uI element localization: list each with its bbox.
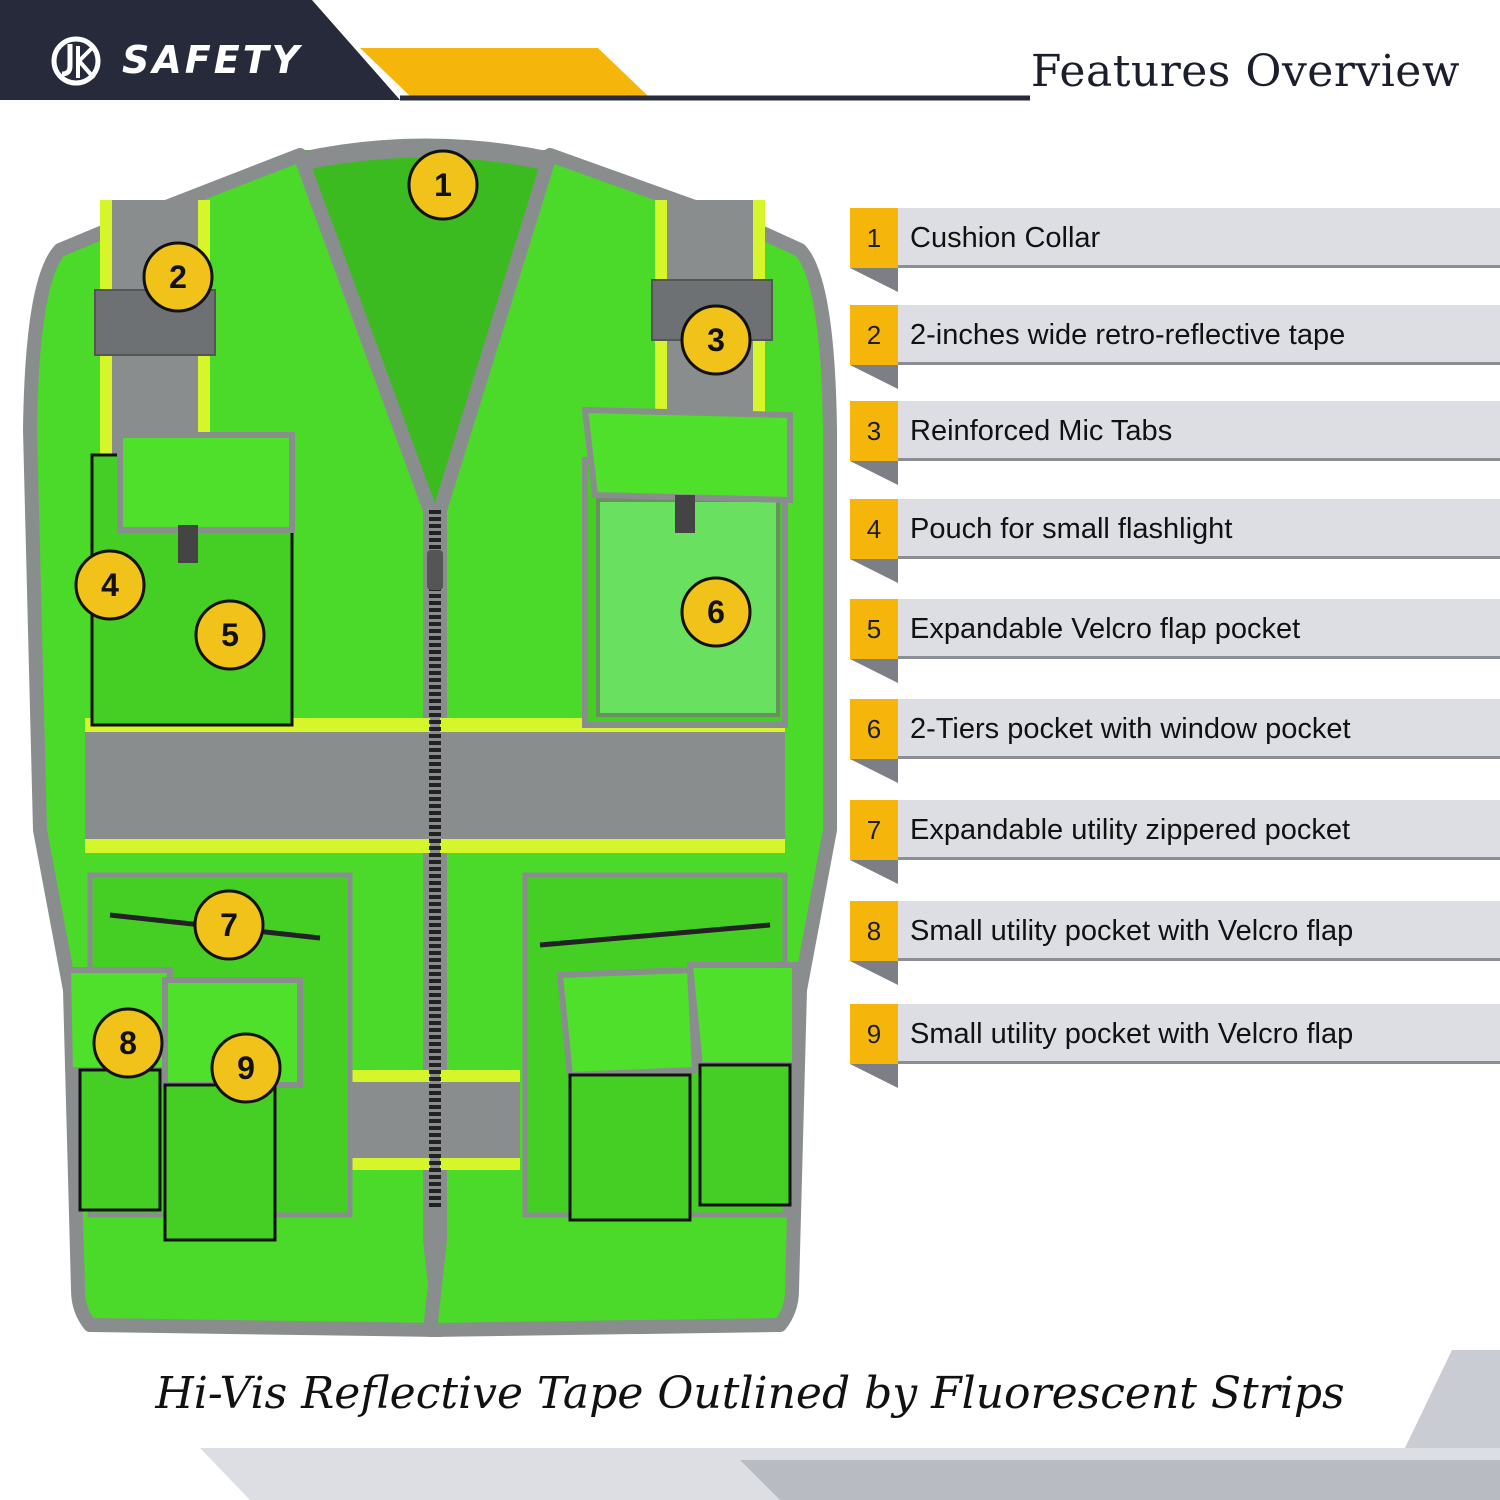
marker-5: 5 (194, 599, 266, 671)
brand-logo-icon (51, 36, 101, 86)
feature-label: 2-Tiers pocket with window pocket (910, 713, 1351, 745)
marker-4: 4 (74, 549, 146, 621)
svg-text:2: 2 (169, 259, 187, 295)
svg-text:7: 7 (220, 907, 238, 943)
svg-text:5: 5 (221, 617, 239, 653)
brand-name: SAFETY (122, 38, 303, 82)
feature-label: Expandable Velcro flap pocket (910, 613, 1301, 645)
feature-label: Cushion Collar (910, 222, 1101, 254)
marker-9: 9 (210, 1032, 282, 1104)
lower-right-pocket-flap-2 (686, 962, 798, 1068)
feature-label: Expandable utility zippered pocket (910, 814, 1351, 846)
svg-text:6: 6 (707, 594, 725, 630)
header-banner (0, 0, 1030, 101)
feature-item-9: 9 Small utility pocket with Velcro flap (850, 1004, 1500, 1089)
feature-number: 9 (850, 1004, 898, 1064)
left-chest-flap (117, 432, 295, 533)
feature-item-5: 5 Expandable Velcro flap pocket (850, 599, 1500, 684)
feature-number: 8 (850, 901, 898, 961)
feature-number: 2 (850, 305, 898, 365)
header: SAFETY Features Overview (0, 0, 1500, 110)
feature-label: Small utility pocket with Velcro flap (910, 1018, 1354, 1050)
feature-item-7: 7 Expandable utility zippered pocket (850, 800, 1500, 885)
feature-number: 1 (850, 208, 898, 268)
svg-text:3: 3 (707, 322, 725, 358)
feature-item-2: 2 2-inches wide retro-reflective tape (850, 305, 1500, 390)
feature-label: Reinforced Mic Tabs (910, 415, 1173, 447)
lower-right-pocket-flap-1 (556, 966, 699, 1079)
vest-illustration: 1 2 3 4 5 6 7 8 9 (23, 138, 837, 1337)
feature-label: 2-inches wide retro-reflective tape (910, 319, 1346, 351)
feature-item-6: 6 2-Tiers pocket with window pocket (850, 699, 1500, 784)
marker-7: 7 (193, 889, 265, 961)
marker-2: 2 (142, 241, 214, 313)
marker-1: 1 (407, 149, 479, 221)
page-title: Features Overview (1030, 46, 1460, 97)
chest-reflective-tape-left (85, 732, 430, 839)
feature-number: 4 (850, 499, 898, 559)
feature-number: 5 (850, 599, 898, 659)
footer-banner (200, 1350, 1500, 1500)
svg-text:4: 4 (101, 567, 119, 603)
feature-number: 6 (850, 699, 898, 759)
right-chest-flap (581, 406, 793, 504)
feature-label: Pouch for small flashlight (910, 513, 1233, 545)
zipper-pull (427, 550, 443, 590)
marker-3: 3 (680, 304, 752, 376)
feature-item-1: 1 Cushion Collar (850, 208, 1500, 293)
svg-text:1: 1 (434, 167, 452, 203)
feature-label: Small utility pocket with Velcro flap (910, 915, 1354, 947)
caption: Hi-Vis Reflective Tape Outlined by Fluor… (155, 1368, 1345, 1419)
chest-reflective-tape-right (440, 732, 785, 839)
svg-text:8: 8 (119, 1025, 137, 1061)
marker-8: 8 (92, 1007, 164, 1079)
svg-text:9: 9 (237, 1050, 255, 1086)
feature-number: 7 (850, 800, 898, 860)
feature-item-8: 8 Small utility pocket with Velcro flap (850, 901, 1500, 986)
feature-number: 3 (850, 401, 898, 461)
marker-6: 6 (680, 576, 752, 648)
feature-item-3: 3 Reinforced Mic Tabs (850, 401, 1500, 486)
feature-item-4: 4 Pouch for small flashlight (850, 499, 1500, 584)
